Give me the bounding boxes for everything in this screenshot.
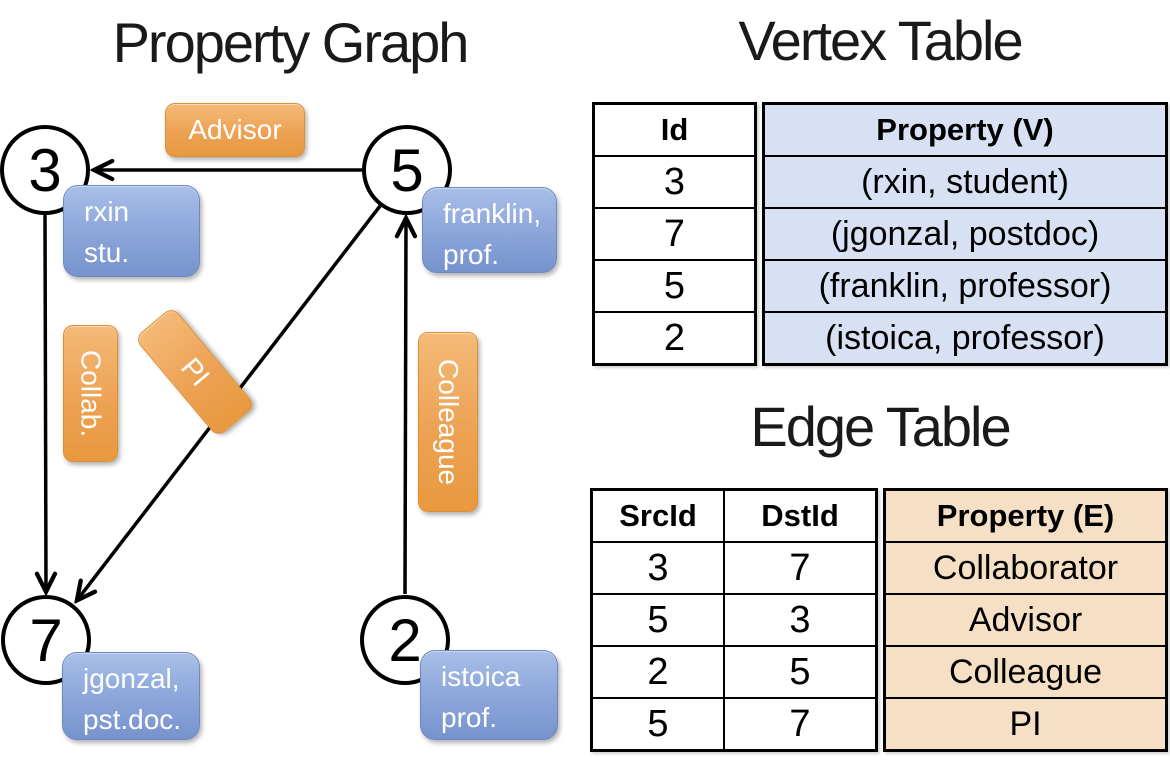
edge-label-pi-text: PI — [175, 351, 216, 392]
vertex-id-cell: 5 — [592, 259, 757, 313]
edge-property-table: Property (E) Collaborator Advisor Collea… — [883, 488, 1168, 752]
vertex-id-table: Id 3 7 5 2 — [592, 102, 757, 366]
edge-label-collab-text: Collab. — [75, 349, 107, 438]
edge-property-cell: Advisor — [883, 593, 1168, 647]
vertex-id-cell: 2 — [592, 311, 757, 366]
vbox-rxin-line2: stu. — [84, 236, 130, 268]
vertex-property-box-rxin: rxin stu. — [63, 185, 200, 277]
edge-label-advisor-text: Advisor — [188, 114, 282, 145]
vertex-property-box-istoica: istoica prof. — [420, 650, 558, 740]
edge-src-cell: 5 — [590, 697, 725, 752]
node-2-label: 2 — [388, 606, 422, 674]
vertex-property-box-franklin: franklin, prof. — [422, 187, 557, 273]
edge-src-cell: 3 — [590, 541, 725, 595]
node-3-label: 3 — [28, 136, 62, 204]
vertex-property-cell: (rxin, student) — [762, 155, 1168, 209]
edge-dst-header-cell: DstId — [723, 488, 878, 543]
vertex-property-cell: (istoica, professor) — [762, 311, 1168, 366]
edge-dst-cell: 7 — [723, 697, 878, 752]
vertex-id-header-cell: Id — [592, 102, 757, 157]
edge-dst-cell: 5 — [723, 645, 878, 699]
vertex-property-cell: (jgonzal, postdoc) — [762, 207, 1168, 261]
vbox-franklin-line1: franklin, — [443, 198, 542, 229]
vbox-istoica-line1: istoica — [441, 661, 521, 692]
vertex-property-cell: (franklin, professor) — [762, 259, 1168, 313]
edge-property-cell: PI — [883, 697, 1168, 752]
edge-table-title: Edge Table — [750, 395, 1011, 458]
property-graph-title: Property Graph — [112, 11, 470, 74]
edge-dst-cell: 3 — [723, 593, 878, 647]
vertex-property-header-cell: Property (V) — [762, 102, 1168, 157]
graph-node-5: 5 — [362, 125, 452, 215]
edge-src-header-cell: SrcId — [590, 488, 725, 543]
edge-label-colleague: Colleague — [418, 332, 478, 512]
vertex-id-cell: 7 — [592, 207, 757, 261]
vbox-jgonzal-line2: pst.doc. — [83, 703, 182, 735]
edge-dst-cell: 7 — [723, 541, 878, 595]
edge-property-cell: Colleague — [883, 645, 1168, 699]
vertex-id-cell: 3 — [592, 155, 757, 209]
edge-label-collab: Collab. — [63, 325, 118, 462]
vertex-property-box-jgonzal: jgonzal, pst.doc. — [62, 652, 200, 740]
edge-src-cell: 5 — [590, 593, 725, 647]
graph-node-2: 2 — [360, 595, 450, 685]
edge-collab-line — [45, 214, 46, 590]
vbox-istoica-line2: prof. — [441, 701, 498, 733]
edge-colleague-line — [405, 220, 406, 595]
vbox-jgonzal-line1: jgonzal, — [83, 663, 180, 694]
edge-label-advisor: Advisor — [165, 103, 305, 157]
vertex-property-table: Property (V) (rxin, student) (jgonzal, p… — [762, 102, 1168, 366]
edge-property-cell: Collaborator — [883, 541, 1168, 595]
edge-property-header-cell: Property (E) — [883, 488, 1168, 543]
vertex-table-title: Vertex Table — [738, 9, 1023, 72]
edge-srcdst-table: SrcId DstId 3 7 5 3 2 5 5 7 — [590, 488, 878, 752]
vbox-franklin-line2: prof. — [443, 238, 500, 270]
node-5-label: 5 — [390, 136, 424, 204]
vbox-rxin-line1: rxin — [84, 196, 130, 227]
edge-label-colleague-text: Colleague — [433, 358, 464, 486]
node-7-label: 7 — [29, 606, 63, 674]
edge-src-cell: 2 — [590, 645, 725, 699]
